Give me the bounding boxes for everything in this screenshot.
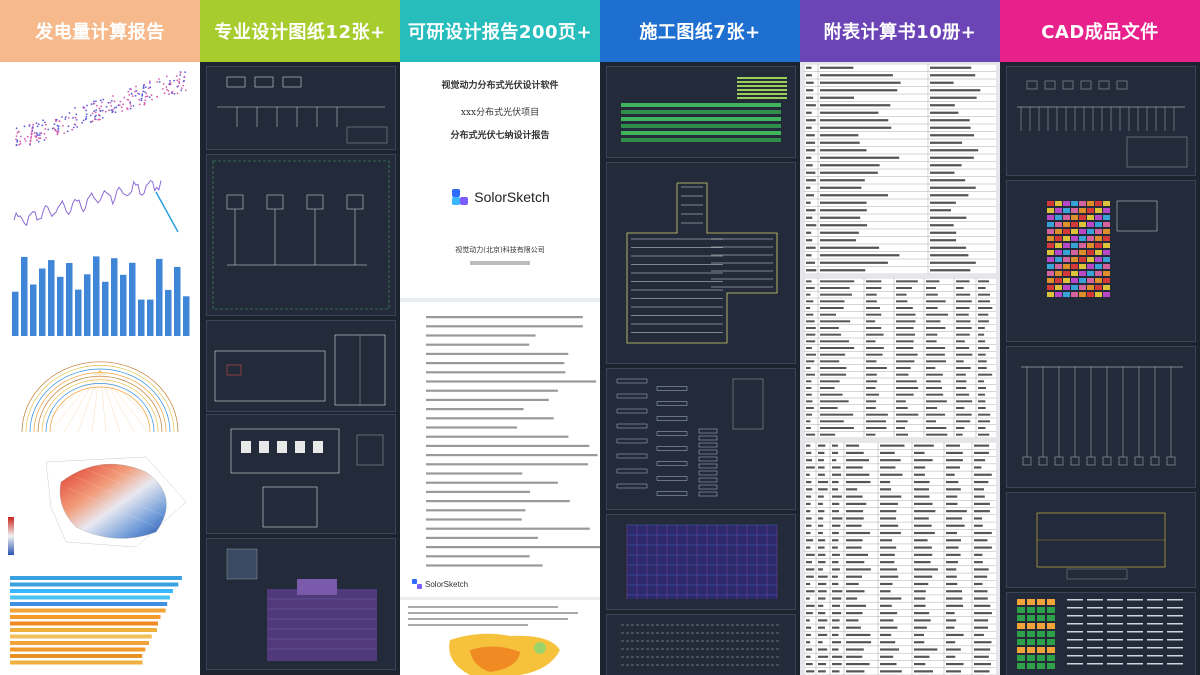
column-title: 可研设计报告200页+	[407, 22, 593, 43]
drawing-sheet-single-line	[206, 66, 396, 150]
column-title: CAD成品文件	[1041, 22, 1159, 43]
drawing-sheet-wiring	[206, 154, 396, 316]
report-footer-brand-name: SolorSketch	[425, 579, 469, 589]
column-header-feasibility-report: 可研设计报告200页+	[400, 0, 600, 62]
column-header-cad-files: CAD成品文件	[1000, 0, 1200, 62]
report-cover-line-1: 视觉动力分布式光伏设计软件	[441, 81, 559, 91]
column-title: 施工图纸7张+	[639, 22, 761, 43]
report-footer-brand: SolorSketch	[412, 579, 468, 589]
column-title: 专业设计图纸12张+	[214, 22, 386, 43]
cad-sheet-green-array	[1006, 592, 1196, 675]
report-text-lines	[426, 316, 600, 567]
cad-sheet-building	[1006, 492, 1196, 588]
cad-sheet-system	[1006, 66, 1196, 176]
construction-drawing-panels	[600, 62, 800, 675]
drawing-sheet-layout	[206, 320, 396, 412]
report-date-placeholder	[470, 261, 530, 265]
report-cover-line-2: xxx分布式光伏项目	[460, 108, 540, 118]
column-construction-drawings: 施工图纸7张+	[600, 0, 800, 675]
column-cad-files: CAD成品文件	[1000, 0, 1200, 675]
report-map-page	[400, 600, 600, 675]
feasibility-report-pages: 视觉动力分布式光伏设计软件 xxx分布式光伏项目 分布式光伏七纳设计报告 Sol…	[400, 62, 600, 675]
construction-sheet-cable	[606, 614, 796, 675]
cad-sheet-wiring	[1006, 346, 1196, 488]
column-title: 发电量计算报告	[35, 22, 165, 43]
report-company-name: 视觉动力(北京)科技有限公司	[455, 246, 545, 254]
report-brand-name: SolorSketch	[474, 189, 550, 205]
report-references-page: SolorSketch	[400, 302, 600, 597]
column-energy-report: 发电量计算报告	[0, 0, 200, 675]
report-cover-line-3: 分布式光伏七纳设计报告	[450, 131, 550, 141]
arc-chart-thumbnail	[21, 361, 179, 433]
column-title: 附表计算书10册+	[823, 22, 977, 43]
construction-sheet-grid	[606, 514, 796, 610]
column-header-energy-report: 发电量计算报告	[0, 0, 200, 62]
calc-table-sheet-1	[803, 63, 996, 275]
line-chart-thumbnail	[13, 179, 179, 233]
report-brand: SolorSketch	[400, 187, 600, 207]
column-header-construction-drawings: 施工图纸7张+	[600, 0, 800, 62]
solorsketch-logo-icon	[452, 189, 469, 205]
column-header-calculation-tables: 附表计算书10册+	[800, 0, 1000, 62]
column-design-drawings: 专业设计图纸12张+	[200, 0, 400, 675]
column-header-design-drawings: 专业设计图纸12张+	[200, 0, 400, 62]
horizontal-bar-chart-thumbnail	[10, 576, 182, 665]
cad-sheet-array-colors	[1006, 180, 1196, 342]
report-cover-page: 视觉动力分布式光伏设计软件 xxx分布式光伏项目 分布式光伏七纳设计报告 Sol…	[400, 62, 600, 298]
calc-table-sheet-3	[803, 441, 996, 675]
calculation-table-pages	[800, 62, 1000, 675]
construction-sheet-site-plan	[606, 162, 796, 364]
calc-table-sheet-2	[803, 277, 996, 439]
energy-report-panels	[0, 62, 200, 675]
bar-chart-thumbnail	[12, 256, 190, 336]
scatter-chart-thumbnail	[15, 71, 187, 147]
construction-sheet-string-layout	[606, 368, 796, 510]
construction-sheet-rooftop	[606, 66, 796, 158]
surface-chart-thumbnail	[8, 456, 187, 555]
cad-file-panels	[1000, 62, 1200, 675]
column-calculation-tables: 附表计算书10册+	[800, 0, 1000, 675]
design-drawing-panels	[200, 62, 400, 675]
drawing-sheet-array	[206, 538, 396, 670]
drawing-sheet-box	[206, 414, 396, 534]
solorsketch-logo-small-icon	[412, 579, 422, 589]
column-feasibility-report: 可研设计报告200页+ 视觉动力分布式光伏设计软件 xxx分布式光伏项目 分布式…	[400, 0, 600, 675]
